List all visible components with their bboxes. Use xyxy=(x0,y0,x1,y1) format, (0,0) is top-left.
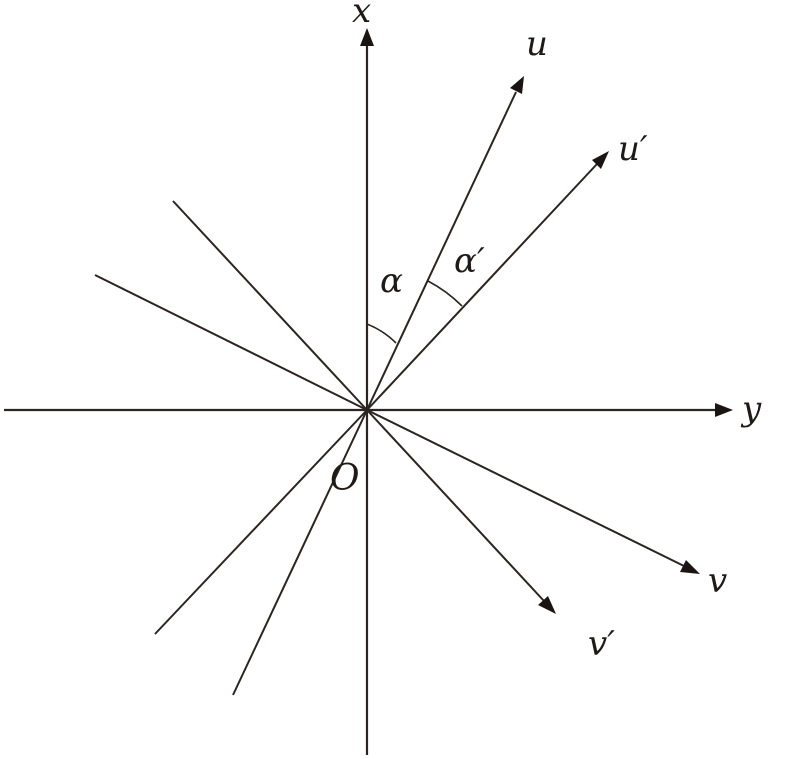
ray-v-prime-arrowhead xyxy=(538,596,556,614)
y-axis-label: y xyxy=(740,389,762,429)
ray-u-extension-line xyxy=(232,409,368,696)
x-axis-label: x xyxy=(352,0,371,31)
ray-v-arrowhead xyxy=(680,560,700,574)
ray-v-line xyxy=(366,409,685,567)
ray-u-arrowhead xyxy=(510,76,524,94)
ray-v-label: v xyxy=(708,561,727,601)
ray-v-prime-extension-line xyxy=(172,200,368,411)
angle-alpha-label: α xyxy=(380,261,403,301)
ray-u-prime-extension-line xyxy=(154,409,368,635)
ray-u-prime-arrowhead xyxy=(592,151,609,169)
ray-v-extension-line xyxy=(94,274,368,411)
angle-alpha-arc xyxy=(366,323,397,344)
ray-v-prime-label: v′ xyxy=(588,624,615,664)
ray-u-prime-line xyxy=(366,163,598,411)
ray-u-label: u xyxy=(526,24,548,64)
ray-u-prime-label: u′ xyxy=(618,129,648,169)
x-axis-arrowhead xyxy=(360,28,374,46)
ray-v-prime-line xyxy=(366,409,545,602)
angle-alpha-prime-label: α′ xyxy=(454,241,485,281)
ray-u-line xyxy=(366,91,517,411)
origin-label: O xyxy=(330,458,360,499)
angle-alpha-prime-arc xyxy=(427,280,463,307)
y-axis-arrowhead xyxy=(715,403,733,417)
